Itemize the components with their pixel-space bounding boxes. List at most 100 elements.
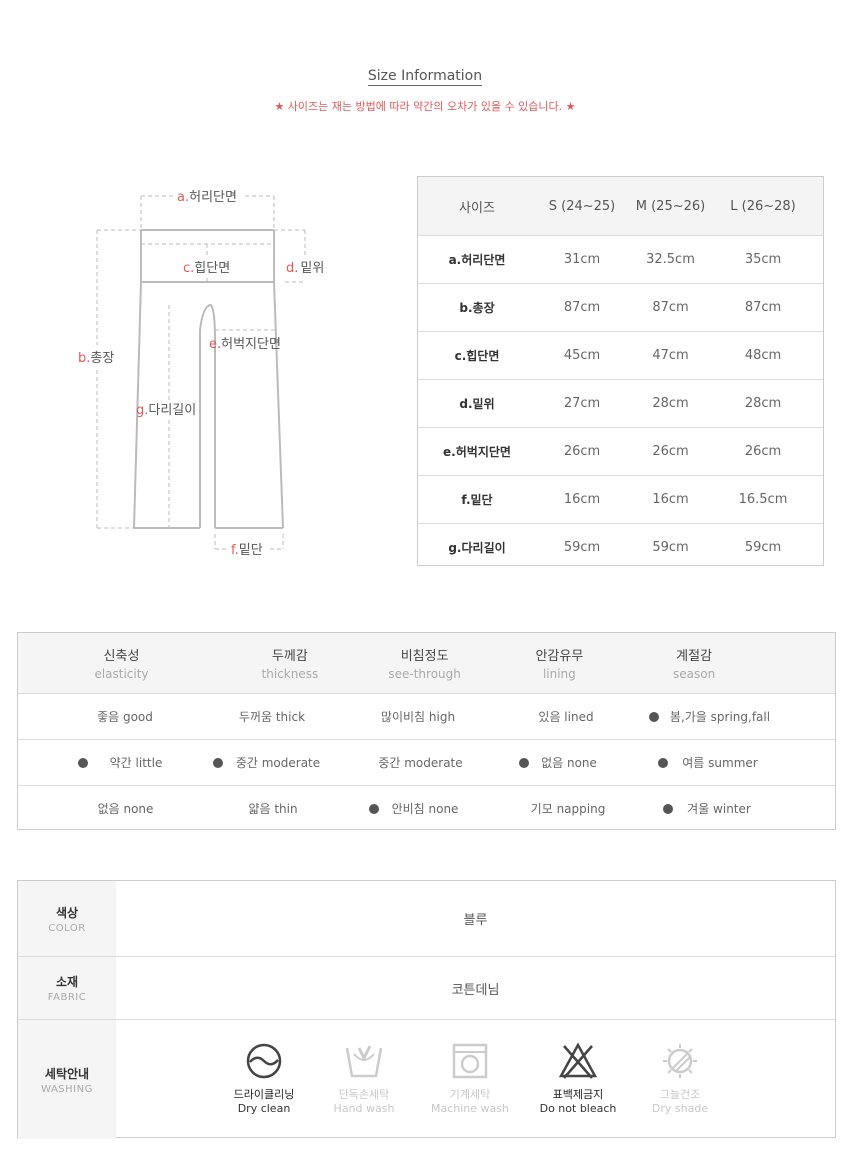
attr-option: 중간 moderate xyxy=(358,754,483,771)
header-m: M (25~26) xyxy=(635,198,706,214)
label-ko: 소재 xyxy=(55,975,79,989)
header-en: elasticity xyxy=(94,667,149,681)
page-title: Size Information xyxy=(0,68,850,86)
label-b: b.총장 xyxy=(78,351,114,366)
option-text: 중간 moderate xyxy=(235,756,321,770)
option-text: 약간 little xyxy=(109,756,163,770)
wash-item-hand-wash: 단독손세탁 Hand wash xyxy=(314,1042,414,1115)
wash-item-machine-wash: 기계세탁 Machine wash xyxy=(420,1042,520,1115)
option-text: 중간 moderate xyxy=(378,756,463,770)
label-d: d.밑위 xyxy=(286,261,324,276)
attr-option-selected: 봄,가을 spring,fall xyxy=(643,708,773,725)
attr-option: 많이비침 high xyxy=(353,708,483,725)
dry-clean-icon xyxy=(246,1043,282,1079)
wash-label-en: Dry clean xyxy=(237,1102,291,1115)
attr-option: 없음 none xyxy=(73,800,178,817)
info-row-washing: 세탁안내 WASHING 드라이클리닝 Dry clean 단독손세탁 Hand … xyxy=(18,1019,835,1139)
option-text: 많이비침 high xyxy=(380,710,456,724)
cell-l: 59cm xyxy=(744,540,782,555)
fabric-value: 코튼데님 xyxy=(451,982,500,998)
label-f: f.밑단 xyxy=(231,543,263,558)
cell-m: 16cm xyxy=(652,492,689,507)
wash-label-en: Dry shade xyxy=(651,1102,709,1115)
header-en: season xyxy=(673,667,716,681)
cell-l: 87cm xyxy=(744,300,782,315)
wash-item-dry-clean: 드라이클리닝 Dry clean xyxy=(214,1042,314,1115)
washing-label: 세탁안내 WASHING xyxy=(18,1020,116,1139)
attributes-row: 좋음 good 두꺼움 thick 많이비침 high 있음 lined 봄,가… xyxy=(18,693,835,739)
color-value: 블루 xyxy=(463,913,488,928)
washing-icons: 드라이클리닝 Dry clean 단독손세탁 Hand wash 기계세탁 Ma… xyxy=(116,1020,835,1139)
attr-option-selected: 약간 little xyxy=(73,754,173,771)
row-label: e.허벅지단면 xyxy=(443,445,511,459)
cell-s: 45cm xyxy=(563,348,601,363)
machine-wash-icon xyxy=(452,1043,488,1079)
wash-label-ko: 단독손세탁 xyxy=(338,1088,390,1101)
cell-s: 26cm xyxy=(563,444,601,459)
option-text: 있음 lined xyxy=(538,710,594,724)
wash-label-en: Machine wash xyxy=(431,1102,509,1115)
attr-header-season: 계절감 season xyxy=(553,633,835,693)
option-text: 얇음 thin xyxy=(248,802,298,816)
label-en: WASHING xyxy=(41,1083,93,1095)
wash-label-ko: 드라이클리닝 xyxy=(233,1088,295,1101)
option-text: 여름 summer xyxy=(682,756,758,770)
cell-l: 26cm xyxy=(744,444,782,459)
selected-dot-icon xyxy=(663,803,673,814)
attr-option-selected: 여름 summer xyxy=(653,754,763,771)
selected-dot-icon xyxy=(658,757,668,768)
wash-item-no-bleach: 표백제금지 Do not bleach xyxy=(528,1042,628,1115)
header-s: S (24~25) xyxy=(548,198,616,214)
attr-option-selected: 겨울 winter xyxy=(658,800,758,817)
attr-option: 기모 napping xyxy=(513,800,623,817)
option-text: 겨울 winter xyxy=(687,802,751,816)
row-label: d.밑위 xyxy=(459,397,495,411)
cell-s: 27cm xyxy=(563,396,601,411)
label-e: e.허벅지단면 xyxy=(209,337,281,352)
option-text: 없음 none xyxy=(97,802,154,816)
label-ko: 색상 xyxy=(55,905,79,920)
size-table-header: 사이즈 S (24~25) M (25~26) L (26~28) xyxy=(418,177,823,235)
row-label: f.밑단 xyxy=(461,493,493,507)
size-info-title: Size Information xyxy=(367,68,483,86)
selected-dot-icon xyxy=(649,711,659,722)
hand-wash-icon xyxy=(345,1045,383,1078)
attributes-row: 약간 little 중간 moderate 중간 moderate 없음 non… xyxy=(18,739,835,785)
header-en: see-through xyxy=(388,667,461,681)
size-table: 사이즈 S (24~25) M (25~26) L (26~28) a.허리단면… xyxy=(417,176,824,566)
attributes-row: 없음 none 얇음 thin 안비침 none 기모 napping 겨울 w… xyxy=(18,785,835,831)
selected-dot-icon xyxy=(213,757,223,768)
cell-m: 59cm xyxy=(652,540,689,555)
header-ko: 계절감 xyxy=(676,649,713,664)
header-size: 사이즈 xyxy=(459,200,495,216)
attr-option-selected: 없음 none xyxy=(514,754,604,771)
no-bleach-icon xyxy=(558,1042,598,1079)
cell-l: 48cm xyxy=(744,348,782,363)
label-c: c.힙단면 xyxy=(183,261,230,276)
cell-l: 35cm xyxy=(744,252,782,267)
wash-label-en: Hand wash xyxy=(333,1102,395,1115)
label-a: a.허리단면 xyxy=(177,190,237,205)
wash-item-dry-shade: 그늘건조 Dry shade xyxy=(630,1042,730,1115)
label-ko: 세탁안내 xyxy=(44,1066,90,1081)
attr-option: 좋음 good xyxy=(65,708,185,725)
cell-m: 28cm xyxy=(652,396,689,411)
attr-option: 얇음 thin xyxy=(223,800,323,817)
wash-label-ko: 기계세탁 xyxy=(449,1088,491,1101)
wash-label-ko: 그늘건조 xyxy=(659,1088,701,1101)
size-notice: ★ 사이즈는 재는 방법에 따라 약간의 오차가 있을 수 있습니다. ★ xyxy=(274,100,576,113)
cell-m: 47cm xyxy=(652,348,689,363)
